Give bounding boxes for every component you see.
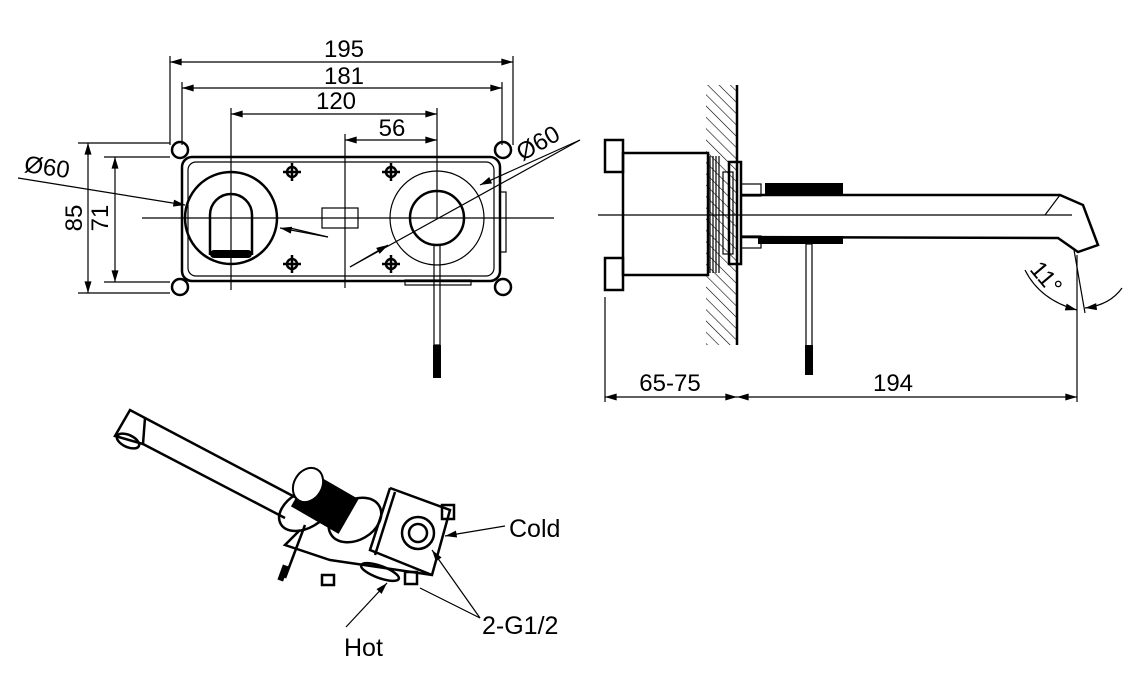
dim-85: 85	[61, 205, 88, 232]
dim-195: 195	[324, 36, 364, 63]
dia-left: Ø60	[23, 151, 72, 184]
dim-56: 56	[379, 115, 406, 142]
angle-11: 11°	[1024, 256, 1067, 300]
label-cold: Cold	[509, 515, 560, 543]
dim-71: 71	[87, 205, 114, 232]
dim-120: 120	[316, 88, 356, 115]
front-view: 195 181 120 56 85 71	[17, 36, 581, 378]
dia-right: Ø60	[512, 120, 565, 166]
dim-65-75: 65-75	[639, 370, 700, 397]
dim-194: 194	[873, 370, 913, 397]
isometric-view: Cold 2-G1/2 Hot	[113, 408, 560, 662]
label-thread: 2-G1/2	[482, 612, 558, 640]
dim-181: 181	[324, 63, 364, 90]
side-view: 65-75 194 11°	[598, 85, 1123, 402]
label-hot: Hot	[344, 634, 383, 662]
